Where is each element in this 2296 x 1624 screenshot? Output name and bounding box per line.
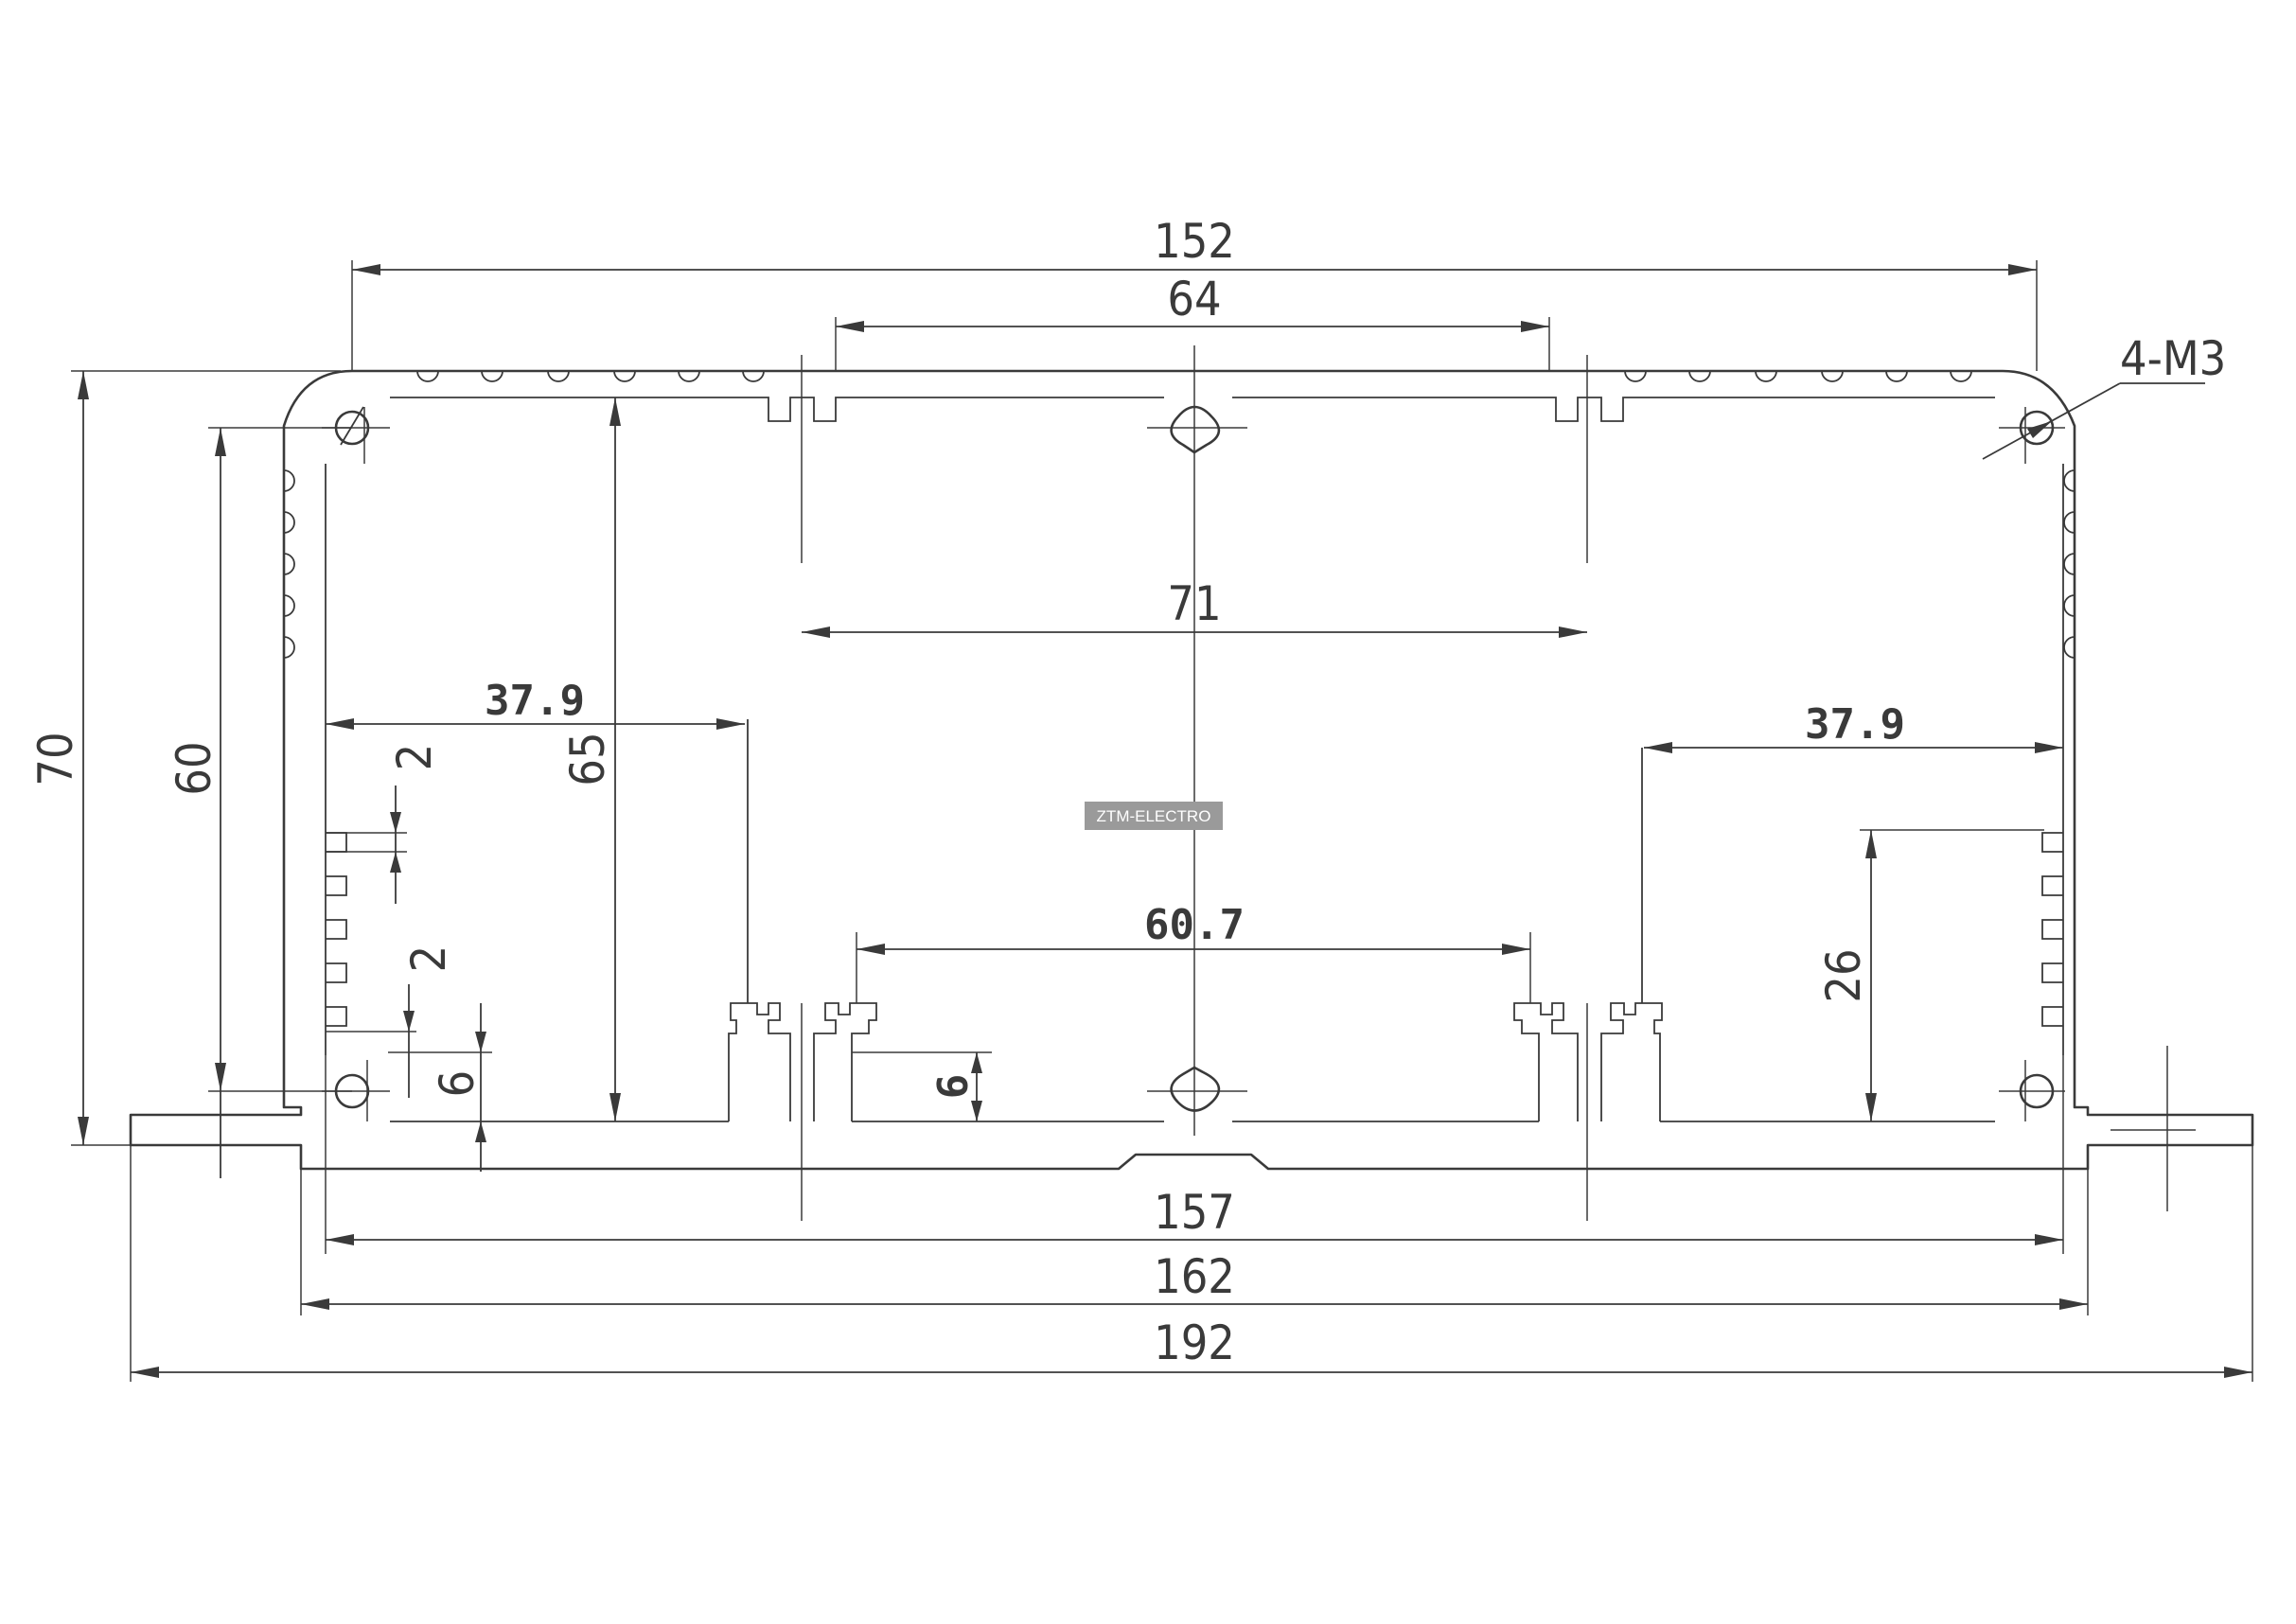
dim-37-9-right: 37.9 xyxy=(1805,700,1905,749)
watermark: ZTM-ELECTRO xyxy=(1085,802,1223,830)
dimension-lines xyxy=(71,260,2253,1382)
t-slot-rails xyxy=(728,1002,1663,1121)
top-groove xyxy=(1885,370,1908,382)
dim-height-65: 65 xyxy=(560,732,615,786)
top-groove xyxy=(547,370,570,382)
center-lines xyxy=(801,345,2196,1221)
dim-152: 152 xyxy=(1154,214,1235,269)
t-rail-right xyxy=(1513,1002,1579,1121)
top-groove xyxy=(742,370,765,382)
side-groove xyxy=(2063,553,2075,575)
side-groove xyxy=(283,469,295,492)
t-rail-right-2 xyxy=(1600,1002,1663,1121)
screw-boss-top-center xyxy=(1147,405,1247,454)
screw-boss-bottom-right xyxy=(1999,1060,2065,1121)
dim-60-7: 60.7 xyxy=(1144,901,1245,949)
side-groove xyxy=(283,553,295,575)
top-cover-inner xyxy=(390,397,1995,422)
top-groove xyxy=(613,370,636,382)
top-groove xyxy=(1624,370,1647,382)
fin-slots xyxy=(326,832,2063,1027)
dim-body-162: 162 xyxy=(1154,1249,1235,1304)
screw-bosses xyxy=(322,405,2065,1121)
fin-slot xyxy=(326,875,347,896)
outer-body xyxy=(129,369,2254,1171)
dim-71: 71 xyxy=(1167,576,1221,631)
t-rail-left-2 xyxy=(813,1002,877,1121)
top-groove xyxy=(416,370,439,382)
dim-overall-192: 192 xyxy=(1154,1315,1235,1370)
fin-slot xyxy=(2041,875,2063,896)
fin-slot xyxy=(326,1006,347,1027)
dim-fin-2-upper: 2 xyxy=(387,744,442,771)
top-groove xyxy=(1821,370,1844,382)
side-grooves xyxy=(283,469,2075,659)
top-groove xyxy=(678,370,700,382)
watermark-text: ZTM-ELECTRO xyxy=(1097,807,1211,825)
side-groove xyxy=(2063,594,2075,617)
screw-boss-bottom-center xyxy=(1147,1066,1247,1112)
fin-slot xyxy=(326,962,347,983)
dim-inner-157: 157 xyxy=(1154,1185,1235,1240)
top-groove xyxy=(481,370,503,382)
side-groove xyxy=(2063,636,2075,659)
top-groove xyxy=(1950,370,1972,382)
dim-37-9-left: 37.9 xyxy=(485,677,585,725)
dimension-labels: 152 64 71 37.9 37.9 60.7 157 162 192 4-M… xyxy=(28,214,2226,1370)
fin-slot xyxy=(2041,962,2063,983)
dim-slot-6-center: 6 xyxy=(929,1074,978,1100)
dim-height-70: 70 xyxy=(28,732,83,786)
side-groove xyxy=(2063,511,2075,534)
fin-slot xyxy=(2041,1006,2063,1027)
dim-64: 64 xyxy=(1167,272,1221,327)
screw-boss-top-left xyxy=(322,406,390,464)
dim-slot-6-left: 6 xyxy=(430,1070,485,1098)
t-rail-left xyxy=(728,1002,791,1121)
side-groove xyxy=(283,511,295,534)
top-groove xyxy=(1755,370,1777,382)
side-groove xyxy=(283,594,295,617)
side-groove xyxy=(283,636,295,659)
side-groove xyxy=(2063,469,2075,492)
top-groove xyxy=(1688,370,1711,382)
dim-height-26: 26 xyxy=(1816,948,1871,1002)
fin-slot xyxy=(326,919,347,940)
fin-slot xyxy=(326,832,347,853)
top-grooves xyxy=(416,370,1972,382)
fin-slot xyxy=(2041,919,2063,940)
dim-fin-2-lower: 2 xyxy=(401,945,456,973)
profile-outline xyxy=(129,369,2254,1171)
dim-height-60: 60 xyxy=(167,741,221,795)
dim-thread-4-m3: 4-M3 xyxy=(2120,331,2226,386)
fin-slot xyxy=(2041,832,2063,853)
